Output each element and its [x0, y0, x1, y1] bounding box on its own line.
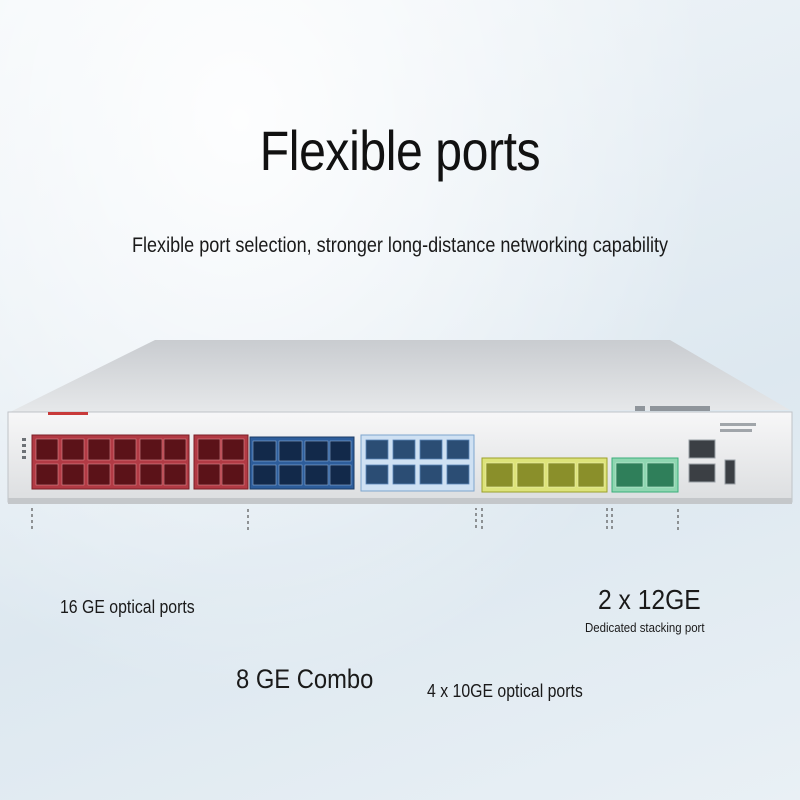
page-subtitle: Flexible port selection, stronger long-d…	[131, 234, 669, 257]
ge-combo-ports	[249, 434, 475, 492]
label-10ge-optical: 4 x 10GE optical ports	[427, 681, 583, 701]
10ge-optical-ports	[481, 457, 608, 493]
chassis-top	[10, 340, 790, 412]
label-16-ge-optical: 16 GE optical ports	[60, 597, 195, 617]
huawei-logo	[635, 406, 710, 411]
switch-illustration	[7, 340, 793, 530]
switch-device	[0, 330, 800, 530]
ge-optical-ports	[31, 434, 249, 490]
management-ports	[688, 439, 736, 485]
stacking-ports	[611, 457, 679, 493]
label-8-ge-combo: 8 GE Combo	[236, 664, 374, 694]
label-stacking-desc: Dedicated stacking port	[585, 620, 705, 635]
page-title: Flexible ports	[259, 119, 541, 182]
label-12ge-stacking: 2 x 12GE	[598, 584, 701, 615]
